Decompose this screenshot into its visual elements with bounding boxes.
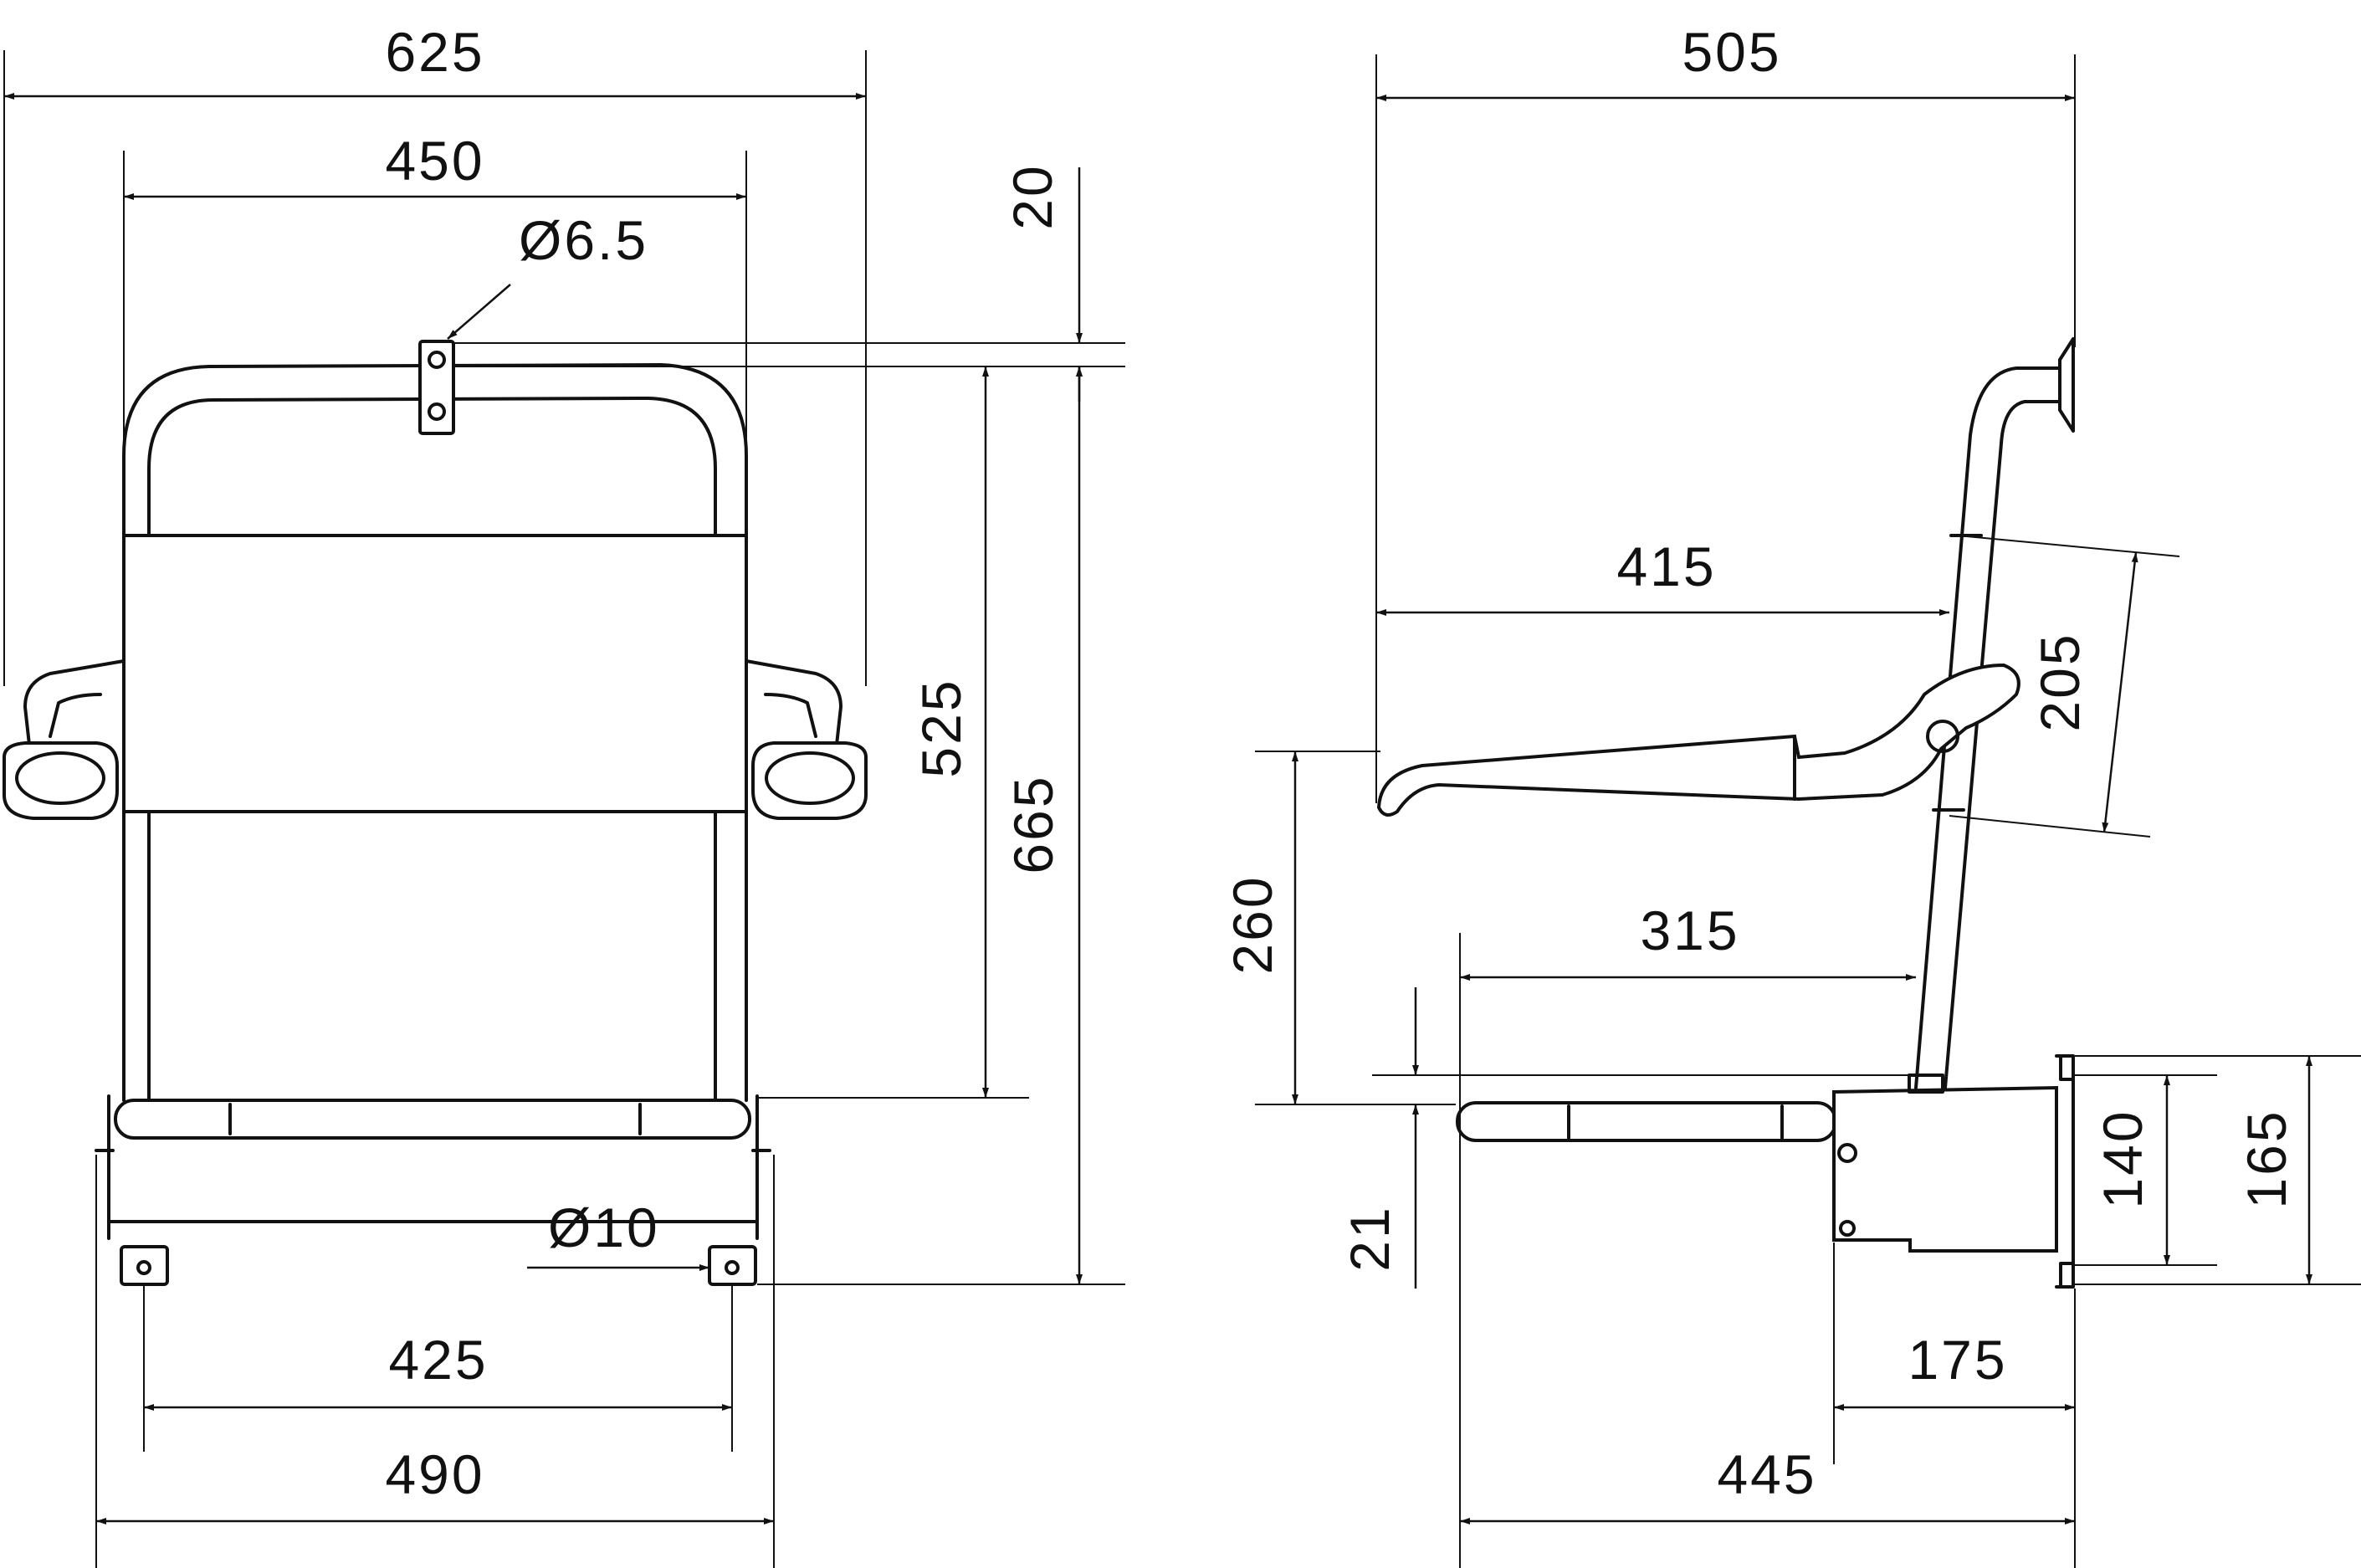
front-view bbox=[3, 340, 868, 1286]
side-depth-overall-label: 505 bbox=[1682, 21, 1781, 83]
front-mount-plate-left bbox=[120, 1245, 169, 1286]
front-width-overall-label: 625 bbox=[385, 21, 484, 83]
side-seat-depth-label: 315 bbox=[1640, 899, 1739, 961]
side-armrest-length-label: 415 bbox=[1616, 535, 1716, 597]
side-armrest bbox=[1376, 663, 2020, 817]
side-bracket-height-inner-label: 140 bbox=[2092, 1109, 2154, 1208]
side-housing bbox=[1832, 1085, 2058, 1253]
side-armrest-angle-label: 205 bbox=[2029, 632, 2091, 731]
side-dimensions: 505 415 205 260 315 21 140 165 bbox=[1221, 21, 2361, 1568]
side-armrest-height-label: 260 bbox=[1221, 874, 1283, 974]
front-hole-dia-top-label: Ø6.5 bbox=[519, 209, 648, 271]
front-height-backrest-label: 525 bbox=[910, 678, 972, 777]
front-height-total-label: 665 bbox=[1002, 774, 1064, 874]
side-bracket-height-outer-label: 165 bbox=[2236, 1109, 2297, 1208]
front-top-offset-label: 20 bbox=[1001, 163, 1063, 229]
front-mount-plate-right bbox=[708, 1245, 757, 1286]
side-seat-offset-label: 21 bbox=[1339, 1205, 1401, 1271]
side-bracket-depth-label: 175 bbox=[1908, 1329, 2007, 1391]
front-hole-dia-bottom-label: Ø10 bbox=[548, 1196, 660, 1258]
front-hole-spacing-label: 425 bbox=[388, 1329, 488, 1391]
front-armrest-right-grip bbox=[751, 741, 868, 820]
side-backrest-tube bbox=[1914, 366, 2061, 1089]
side-total-depth-label: 445 bbox=[1717, 1443, 1816, 1505]
side-seat-bar bbox=[1456, 1101, 1837, 1142]
front-lower-frame bbox=[95, 1094, 771, 1240]
front-armrest-right bbox=[745, 659, 842, 746]
front-armrest-left bbox=[23, 659, 125, 746]
front-base-width-label: 490 bbox=[385, 1443, 484, 1505]
side-view bbox=[1376, 337, 2075, 1289]
side-wall-plate bbox=[2055, 1054, 2075, 1289]
front-seat-bar bbox=[114, 1099, 751, 1140]
front-dimensions: 625 450 Ø6.5 20 525 665 Ø10 425 4 bbox=[3, 21, 1125, 1568]
front-width-backrest-label: 450 bbox=[385, 130, 484, 192]
front-armrest-left-grip bbox=[3, 741, 119, 820]
side-top-bracket bbox=[2058, 337, 2075, 433]
front-backrest-frame-inner bbox=[147, 397, 717, 537]
front-backrest-panel bbox=[122, 534, 748, 813]
